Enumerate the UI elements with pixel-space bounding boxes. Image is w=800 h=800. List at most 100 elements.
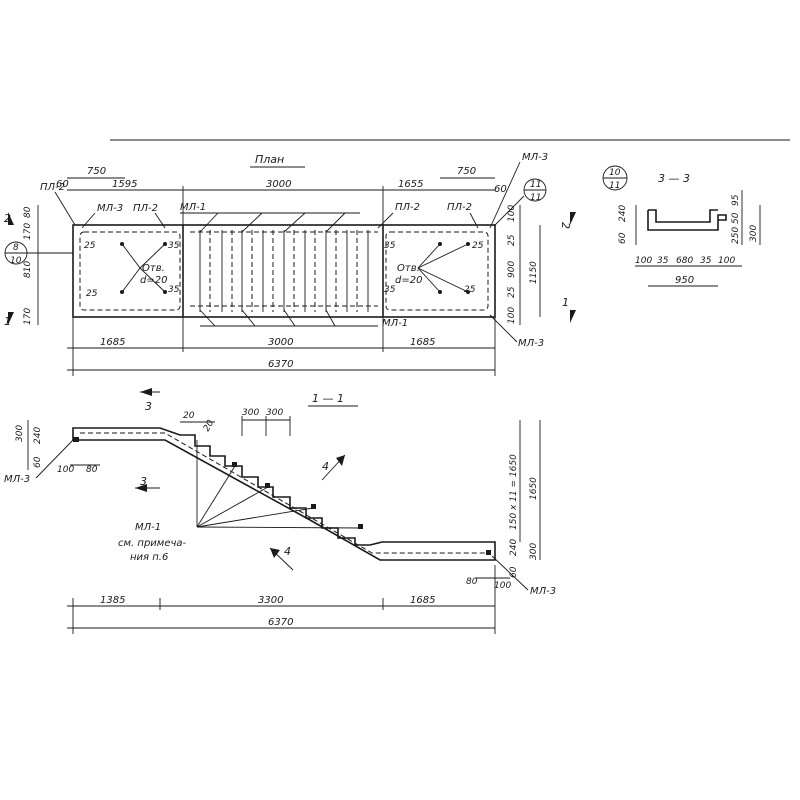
dim-100-top: 100 xyxy=(507,205,517,222)
ml1-note-1: МЛ-1 xyxy=(135,522,161,533)
section-mark-4-bottom: 4 xyxy=(284,545,291,558)
dim-240-right: 240 xyxy=(509,539,519,556)
plan-view: План 750 60 1595 3000 1655 750 60 xyxy=(4,152,576,376)
dim-1595: 1595 xyxy=(112,179,137,190)
section-3-3-profile xyxy=(647,209,727,231)
label-ml3-right: МЛ-3 xyxy=(530,586,556,597)
dim-300-a: 300 xyxy=(242,408,259,418)
small-dim-35: 35 xyxy=(168,285,180,295)
dim-25-top: 25 xyxy=(507,234,517,246)
dim-250: 250 xyxy=(731,227,741,244)
hole-marker xyxy=(438,290,442,294)
small-dim-25: 25 xyxy=(472,241,484,251)
dim-1685-left: 1685 xyxy=(100,337,125,348)
dim-1655: 1655 xyxy=(398,179,423,190)
callout-11: 11 xyxy=(609,181,620,191)
hole-marker xyxy=(120,242,124,246)
small-dim-25: 25 xyxy=(84,241,96,251)
dim-1150: 1150 xyxy=(529,261,539,284)
dim-60-right: 60 xyxy=(509,566,519,578)
dim-950: 950 xyxy=(675,275,694,286)
section-mark-2-right: 2 xyxy=(559,222,572,229)
hole-marker xyxy=(163,290,167,294)
section-mark-3-bottom: 3 xyxy=(140,475,147,488)
dim-300-right: 300 xyxy=(529,543,539,560)
dim-750-right: 750 xyxy=(457,166,476,177)
dim-1385: 1385 xyxy=(100,595,125,606)
dim-3300: 3300 xyxy=(258,595,283,606)
section-1-1-title: 1 — 1 xyxy=(312,392,344,405)
hole-marker xyxy=(120,290,124,294)
dim-1685-s11: 1685 xyxy=(410,595,435,606)
plan-title: План xyxy=(255,153,284,166)
dim-3000-bottom: 3000 xyxy=(268,337,293,348)
dim-80-right: 80 xyxy=(466,577,478,587)
dim-60-left: 60 xyxy=(56,179,69,190)
dim-810: 810 xyxy=(23,261,33,278)
dim-20-a: 20 xyxy=(183,411,195,421)
dim-100-bottom: 100 xyxy=(507,307,517,324)
label-pl2-left: ПЛ-2 xyxy=(40,182,65,193)
dim-1650: 1650 xyxy=(529,477,539,500)
label-ml1-top: МЛ-1 xyxy=(180,202,206,213)
dim-50: 50 xyxy=(731,212,741,224)
stair-inner-line xyxy=(80,432,490,554)
dim-170-top: 170 xyxy=(23,223,33,240)
callout-10: 10 xyxy=(10,256,22,266)
dim-60-s33: 60 xyxy=(618,232,628,244)
dim-680: 680 xyxy=(676,256,693,266)
hole-marker xyxy=(163,242,167,246)
label-pl2-a: ПЛ-2 xyxy=(133,203,158,214)
section-mark-2-left: 2 xyxy=(4,212,11,225)
hole-note-right-2: d=20 xyxy=(395,275,422,286)
dim-60-right: 60 xyxy=(494,184,507,195)
section-mark-1-right: 1 xyxy=(562,296,569,309)
section-1-1: 1 — 1 МЛ-1 см. примеча- ния п.6 3 3 xyxy=(4,388,556,634)
section-mark-4-top: 4 xyxy=(322,460,329,473)
stair-profile xyxy=(72,427,496,561)
label-ml1-bottom: МЛ-1 xyxy=(382,318,408,329)
section-mark-3-top: 3 xyxy=(145,400,152,413)
dim-170-bottom: 170 xyxy=(23,308,33,325)
dim-300-s33: 300 xyxy=(749,225,759,242)
ml1-note-2: см. примеча- xyxy=(118,538,187,549)
left-hole-group xyxy=(120,242,167,294)
callout-8: 8 xyxy=(13,243,19,253)
dim-35-s33a: 35 xyxy=(657,256,669,266)
dim-300-left: 300 xyxy=(15,425,25,442)
dim-100-right: 100 xyxy=(494,581,511,591)
dim-1685-right: 1685 xyxy=(410,337,435,348)
label-ml3-top: МЛ-3 xyxy=(97,203,123,214)
hole-marker xyxy=(466,290,470,294)
dim-100-s33b: 100 xyxy=(718,256,735,266)
dim-3000-top: 3000 xyxy=(266,179,291,190)
small-dim-25: 25 xyxy=(86,289,98,299)
section-3-3: 10 11 3 — 3 240 60 95 50 250 300 100 35 … xyxy=(602,165,761,287)
dim-300-b: 300 xyxy=(266,408,283,418)
label-pl2-c: ПЛ-2 xyxy=(447,202,472,213)
dim-80: 80 xyxy=(23,206,33,218)
callout-11b: 11 xyxy=(530,193,541,203)
right-hole-group xyxy=(417,242,470,294)
callout-10: 10 xyxy=(609,168,621,178)
dim-100-left: 100 xyxy=(57,465,74,475)
section-3-3-title: 3 — 3 xyxy=(658,172,690,185)
label-pl2-b: ПЛ-2 xyxy=(395,202,420,213)
hole-marker xyxy=(438,242,442,246)
left-landing-inner xyxy=(79,231,181,311)
hole-marker xyxy=(466,242,470,246)
dim-95: 95 xyxy=(731,194,741,206)
label-ml3-left: МЛ-3 xyxy=(4,474,30,485)
dim-80-left: 80 xyxy=(86,465,98,475)
step-anchors xyxy=(73,437,491,555)
hole-note-right-1: Отв. xyxy=(397,263,420,274)
dim-25-bottom: 25 xyxy=(507,286,517,298)
callout-11a: 11 xyxy=(530,180,541,190)
ml1-note-3: ния п.6 xyxy=(130,552,168,563)
small-dim-25: 25 xyxy=(464,285,476,295)
dim-6370-s11: 6370 xyxy=(268,617,293,628)
dim-750-left: 750 xyxy=(87,166,106,177)
dim-100-s33a: 100 xyxy=(635,256,652,266)
dim-20-b: 20 xyxy=(202,418,217,433)
small-dim-35: 35 xyxy=(168,241,180,251)
